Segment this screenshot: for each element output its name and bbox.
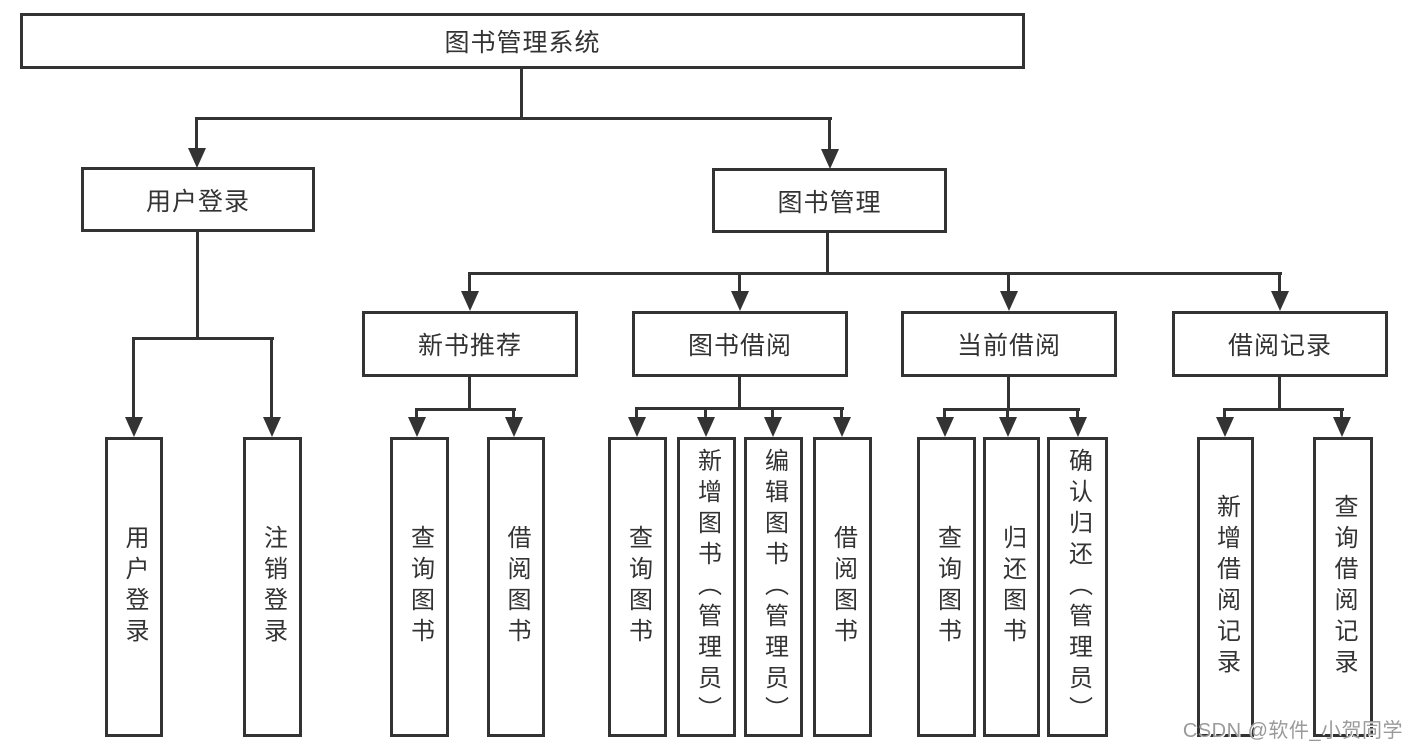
connector-line xyxy=(195,117,198,150)
leaf-label: 查询借阅记录 xyxy=(1330,494,1357,680)
leaf-label: 查询图书 xyxy=(406,525,434,649)
leaf-nb-query-books: 查询图书 xyxy=(390,437,449,737)
arrow-down-icon xyxy=(461,291,479,311)
arrow-down-icon xyxy=(505,417,523,437)
leaf-bb-add-books-admin: 新增图书（管理员） xyxy=(677,437,736,737)
connector-line xyxy=(943,408,946,420)
connector-line xyxy=(512,408,515,420)
connector-line xyxy=(196,232,199,339)
node-current-borrow: 当前借阅 xyxy=(901,311,1117,377)
leaf-label: 查询图书 xyxy=(933,525,961,649)
node-system-title: 图书管理系统 xyxy=(20,13,1025,69)
node-label: 图书借阅 xyxy=(687,332,792,360)
arrow-down-icon xyxy=(1216,417,1234,437)
connector-line xyxy=(196,117,832,120)
arrow-down-icon xyxy=(263,417,281,437)
leaf-label: 归还图书 xyxy=(998,525,1026,649)
arrow-down-icon xyxy=(764,417,782,437)
leaf-bb-query-books: 查询图书 xyxy=(608,437,667,737)
connector-line xyxy=(635,407,638,420)
arrow-down-icon xyxy=(628,417,646,437)
connector-line xyxy=(943,408,1080,411)
connector-line xyxy=(1278,272,1281,294)
leaf-label: 编辑图书（管理员） xyxy=(760,447,788,727)
connector-line xyxy=(415,408,516,411)
leaf-label: 查询图书 xyxy=(624,525,652,649)
leaf-logout: 注销登录 xyxy=(243,437,302,737)
connector-line xyxy=(828,117,831,150)
connector-line xyxy=(1006,408,1009,420)
node-book-management: 图书管理 xyxy=(712,168,947,233)
node-borrow-records: 借阅记录 xyxy=(1172,311,1388,377)
node-label: 当前借阅 xyxy=(956,332,1061,360)
arrow-down-icon xyxy=(821,149,839,169)
connector-line xyxy=(635,407,844,410)
leaf-br-add-record: 新增借阅记录 xyxy=(1197,437,1254,737)
node-label: 借阅记录 xyxy=(1227,332,1332,360)
leaf-label: 用户登录 xyxy=(121,525,148,649)
node-label: 新书推荐 xyxy=(417,332,522,360)
connector-line xyxy=(1223,408,1344,411)
connector-line xyxy=(1007,377,1010,410)
arrow-down-icon xyxy=(833,417,851,437)
connector-line xyxy=(1223,408,1226,420)
connector-line xyxy=(840,407,843,420)
connector-line xyxy=(468,272,1282,275)
leaf-bb-borrow-books: 借阅图书 xyxy=(813,437,872,737)
node-label: 用户登录 xyxy=(145,187,250,216)
leaf-br-query-record: 查询借阅记录 xyxy=(1313,437,1373,737)
connector-line xyxy=(468,377,471,410)
connector-line xyxy=(738,377,741,409)
leaf-label: 借阅图书 xyxy=(829,525,857,649)
arrow-down-icon xyxy=(188,148,206,168)
arrow-down-icon xyxy=(999,417,1017,437)
connector-line xyxy=(1340,408,1343,420)
arrow-down-icon xyxy=(1333,417,1351,437)
connector-line xyxy=(468,272,471,294)
connector-line xyxy=(132,337,135,419)
connector-line xyxy=(270,337,273,419)
arrow-down-icon xyxy=(125,417,143,437)
leaf-cb-query-books: 查询图书 xyxy=(917,437,976,737)
leaf-label: 借阅图书 xyxy=(503,525,530,649)
leaf-nb-borrow-books: 借阅图书 xyxy=(487,437,545,737)
leaf-label: 注销登录 xyxy=(259,525,287,649)
connector-line xyxy=(520,69,523,117)
leaf-bb-edit-books-admin: 编辑图书（管理员） xyxy=(744,437,803,737)
connector-line xyxy=(704,407,707,420)
connector-line xyxy=(132,337,274,340)
connector-line xyxy=(1007,272,1010,294)
arrow-down-icon xyxy=(731,291,749,311)
node-book-borrow: 图书借阅 xyxy=(632,311,848,377)
leaf-cb-return-books: 归还图书 xyxy=(983,437,1040,737)
node-new-book-recommend: 新书推荐 xyxy=(362,311,578,377)
leaf-label: 新增图书（管理员） xyxy=(693,447,721,727)
node-label: 图书管理 xyxy=(777,188,882,217)
connector-line xyxy=(771,407,774,420)
arrow-down-icon xyxy=(1271,291,1289,311)
node-label: 图书管理系统 xyxy=(444,29,601,57)
connector-line xyxy=(1278,377,1281,410)
node-user-login: 用户登录 xyxy=(81,167,315,232)
connector-line xyxy=(1076,408,1079,420)
arrow-down-icon xyxy=(1069,417,1087,437)
connector-line xyxy=(738,272,741,294)
leaf-label: 确认归还（管理员） xyxy=(1064,447,1092,727)
arrow-down-icon xyxy=(697,417,715,437)
leaf-user-login: 用户登录 xyxy=(105,437,163,737)
csdn-watermark: CSDN @软件_小贺同学 xyxy=(1182,720,1403,742)
arrow-down-icon xyxy=(408,417,426,437)
arrow-down-icon xyxy=(936,417,954,437)
arrow-down-icon xyxy=(1000,291,1018,311)
leaf-cb-confirm-return-admin: 确认归还（管理员） xyxy=(1047,437,1108,737)
connector-line xyxy=(826,233,829,275)
connector-line xyxy=(415,408,418,420)
leaf-label: 新增借阅记录 xyxy=(1212,494,1240,680)
